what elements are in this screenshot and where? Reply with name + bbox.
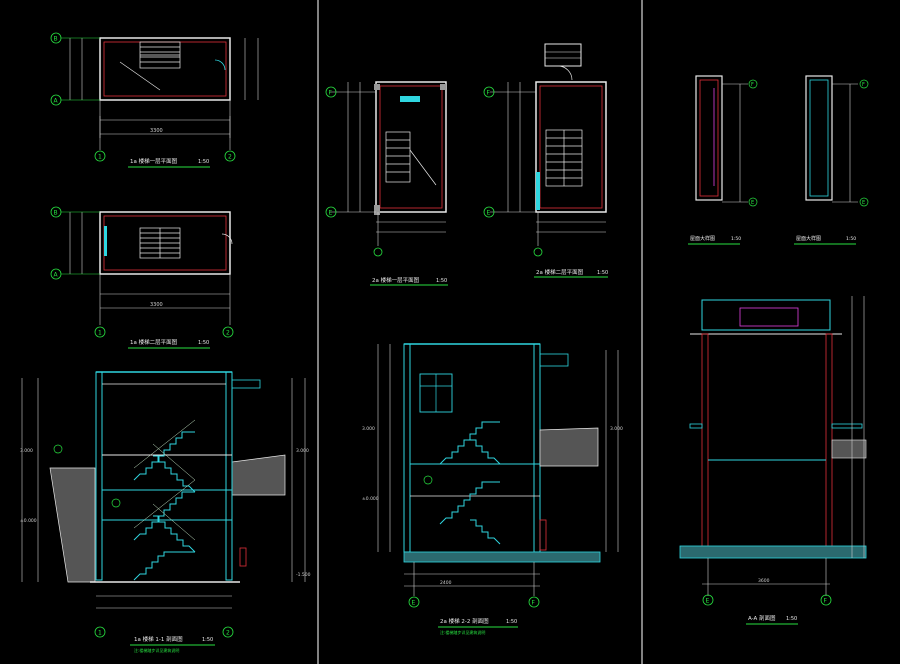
section-a: 3600 E F A-A 剖面图 1:50 (679, 296, 867, 625)
svg-text:E: E (751, 200, 754, 206)
svg-text:1: 1 (98, 330, 102, 337)
svg-text:A: A (54, 272, 59, 279)
svg-text:F: F (487, 90, 491, 97)
svg-text:3.000: 3.000 (296, 448, 309, 454)
svg-text:2: 2 (226, 630, 230, 637)
plan-1a-ground-title: 1a 楼梯一层平面图 (130, 157, 178, 165)
svg-text:注:楼梯踏步详见建筑说明: 注:楼梯踏步详见建筑说明 (440, 629, 485, 635)
svg-text:2400: 2400 (440, 580, 452, 586)
svg-text:2: 2 (228, 154, 232, 161)
svg-text:1:50: 1:50 (506, 619, 517, 625)
detail-left: F E 屋面大样图 1:50 (688, 75, 758, 245)
section-1a: 3.000 ±0.000 3.000 -1.500 1 2 1a 楼梯 1-1 … (20, 371, 311, 653)
section-2a-title: 2a 楼梯 2-2 剖面图 (440, 617, 489, 625)
svg-text:屋面大样图: 屋面大样图 (796, 235, 821, 242)
svg-text:1:50: 1:50 (731, 236, 741, 242)
section-1a-title: 1a 楼梯 1-1 剖面图 (134, 635, 183, 643)
svg-text:屋面大样图: 屋面大样图 (690, 235, 715, 242)
plan-1a-upper-title: 1a 楼梯二层平面图 (130, 338, 178, 346)
svg-text:1:50: 1:50 (202, 637, 213, 643)
plan-2a-ground-title: 2a 楼梯一层平面图 (372, 276, 420, 284)
svg-text:E: E (329, 210, 333, 217)
plan-2a-ground: F E 2a 楼梯一层平面图 1:50 (325, 81, 448, 286)
svg-text:3300: 3300 (150, 128, 163, 134)
svg-text:1: 1 (98, 630, 102, 637)
detail-right: F E 屋面大样图 1:50 (794, 75, 869, 245)
svg-text:3300: 3300 (150, 302, 163, 308)
sheet-dividers (317, 0, 643, 664)
svg-text:1:50: 1:50 (198, 340, 209, 346)
svg-text:±0.000: ±0.000 (362, 496, 379, 502)
svg-text:注:楼梯踏步详见建筑说明: 注:楼梯踏步详见建筑说明 (134, 647, 179, 653)
svg-text:±0.000: ±0.000 (20, 518, 37, 524)
svg-text:1:50: 1:50 (846, 236, 856, 242)
svg-text:B: B (54, 210, 58, 217)
svg-text:2: 2 (226, 330, 230, 337)
svg-text:E: E (487, 210, 491, 217)
section-2a: 3.000 ±0.000 3.000 2400 E F 2a 楼梯 2-2 剖面… (362, 343, 623, 635)
svg-text:F: F (329, 90, 333, 97)
svg-text:1:50: 1:50 (786, 616, 797, 622)
section-a-title: A-A 剖面图 (748, 614, 776, 622)
svg-text:F: F (751, 82, 754, 88)
svg-text:A: A (54, 98, 59, 105)
svg-text:E: E (706, 598, 710, 605)
plan-1a-ground: 3300 B A 1 2 1a 楼梯一层平面图 1:50 (50, 32, 259, 168)
svg-text:1: 1 (98, 154, 102, 161)
svg-text:1:50: 1:50 (436, 278, 447, 284)
svg-text:3.000: 3.000 (610, 426, 623, 432)
plan-2a-upper-title: 2a 楼梯二层平面图 (536, 268, 584, 276)
svg-text:E: E (412, 600, 416, 607)
svg-text:E: E (862, 200, 865, 206)
plan-1a-upper: 3300 B A 1 2 1a 楼梯二层平面图 1:50 (50, 206, 234, 349)
svg-text:F: F (862, 82, 865, 88)
svg-text:F: F (824, 598, 828, 605)
svg-text:1:50: 1:50 (597, 270, 608, 276)
svg-text:B: B (54, 36, 58, 43)
svg-text:3600: 3600 (758, 578, 770, 584)
svg-text:1:50: 1:50 (198, 159, 209, 165)
svg-text:3.000: 3.000 (20, 448, 33, 454)
svg-text:-1.500: -1.500 (296, 572, 311, 578)
svg-text:F: F (532, 600, 536, 607)
plan-2a-upper: F E 2a 楼梯二层平面图 1:50 (483, 43, 608, 278)
svg-text:3.000: 3.000 (362, 426, 375, 432)
